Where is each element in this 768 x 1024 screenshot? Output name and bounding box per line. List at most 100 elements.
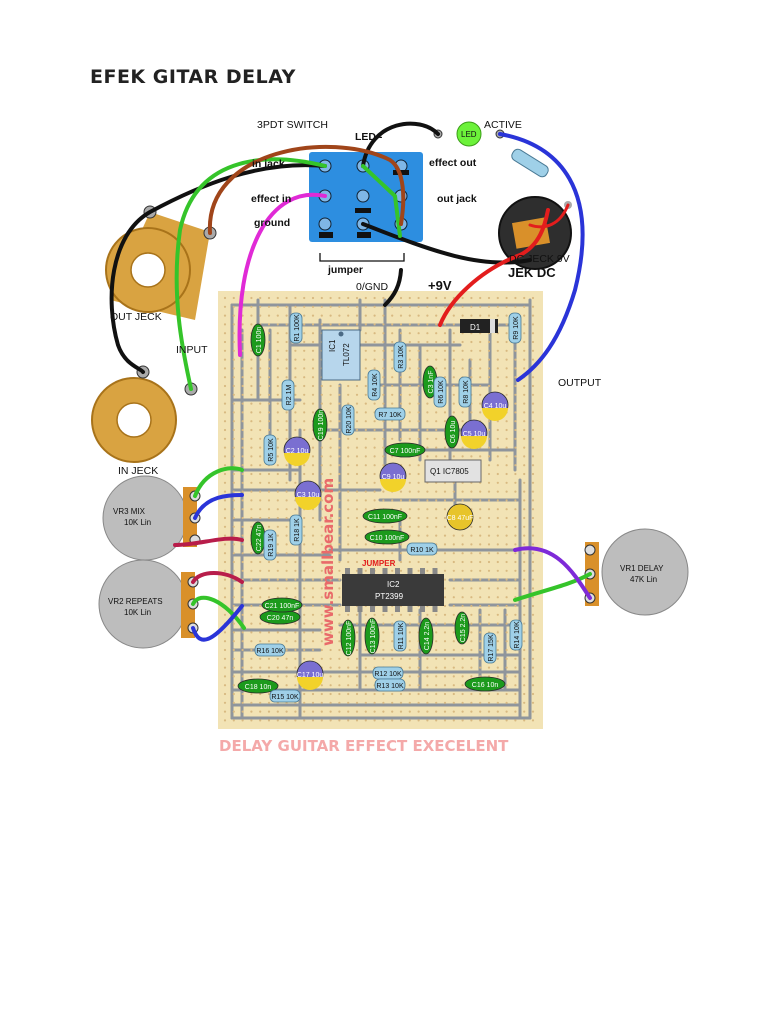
board-hole (223, 543, 227, 546)
board-hole (479, 525, 482, 528)
board-hole (285, 428, 288, 432)
board-hole (285, 587, 288, 590)
board-hole (531, 578, 535, 581)
pot-vr3-mix[interactable] (102, 475, 201, 561)
board-hole (347, 464, 350, 467)
out-jack[interactable] (105, 205, 217, 320)
board-hole (329, 525, 332, 528)
board-hole (259, 305, 262, 308)
board-hole (408, 508, 411, 511)
board-hole (399, 499, 403, 502)
pot-vr2-repeats[interactable] (98, 559, 199, 649)
board-hole (294, 631, 297, 634)
board-hole (417, 481, 420, 484)
board-hole (338, 428, 341, 432)
board-hole (408, 472, 411, 476)
board-hole (373, 455, 376, 458)
board-hole (443, 420, 447, 423)
board-hole (391, 692, 394, 696)
out-jack-hole (130, 252, 166, 288)
board-hole (443, 349, 447, 352)
board-hole (496, 314, 499, 317)
ic2-pin (432, 568, 438, 574)
resistor-label-r14: R14 10K (514, 621, 521, 649)
board-hole (364, 543, 367, 546)
label-led: LED (461, 130, 477, 139)
board-hole (382, 428, 385, 432)
board-hole (373, 490, 376, 493)
board-hole (443, 701, 447, 704)
board-hole (496, 604, 499, 608)
board-hole (250, 631, 253, 634)
board-hole (223, 358, 227, 361)
board-hole (250, 719, 253, 722)
board-hole (329, 552, 332, 555)
board-hole (373, 420, 376, 423)
board-hole (232, 622, 235, 625)
in-jack[interactable] (91, 365, 198, 463)
board-hole (303, 349, 306, 352)
ic2-pin (357, 606, 363, 612)
board-hole (364, 692, 367, 696)
board-hole (347, 472, 350, 476)
board-hole (523, 323, 526, 326)
board-hole (276, 384, 279, 388)
board-hole (417, 296, 420, 300)
board-hole (241, 446, 244, 449)
board-hole (514, 719, 517, 722)
board-hole (364, 701, 367, 704)
board-hole (285, 552, 288, 555)
board-hole (408, 464, 411, 467)
board-hole (232, 340, 235, 344)
board-hole (329, 666, 332, 669)
board-hole (505, 666, 508, 669)
pot-vr1-body[interactable] (601, 528, 689, 616)
board-hole (294, 666, 297, 669)
board-hole (461, 701, 464, 704)
board-hole (267, 428, 271, 432)
resistor-r16 (254, 643, 286, 657)
board-hole (408, 516, 411, 520)
board-hole (435, 499, 438, 502)
board-hole (329, 587, 332, 590)
dc-jack[interactable] (498, 196, 572, 270)
board-hole (303, 358, 306, 361)
board-hole (470, 604, 473, 608)
board-hole (241, 666, 244, 669)
board-hole (487, 516, 491, 520)
board-hole (232, 552, 235, 555)
board-hole (426, 692, 429, 696)
board-hole (320, 446, 323, 449)
board-hole (470, 648, 473, 652)
board-hole (373, 701, 376, 704)
resistor-label-r2: R2 1M (286, 385, 293, 406)
board-hole (531, 490, 535, 493)
board-hole (347, 393, 350, 396)
board-hole (531, 684, 535, 687)
board-hole (505, 552, 508, 555)
switch-jumper (357, 232, 371, 238)
wire-green-vr3 (193, 466, 244, 498)
board-hole (303, 376, 306, 379)
ic2-pin (357, 568, 363, 574)
label-dc-jack: DC JECK 9V (509, 253, 570, 265)
board-hole (364, 472, 367, 476)
board-hole (523, 578, 526, 581)
footswitch-3pdt[interactable] (309, 152, 423, 262)
board-hole (338, 499, 341, 502)
board-hole (329, 305, 332, 308)
board-hole (303, 534, 306, 537)
board-hole (470, 613, 473, 616)
board-hole (426, 411, 429, 414)
board-hole (443, 604, 447, 608)
capacitor-c10 (364, 529, 410, 545)
board-hole (338, 631, 341, 634)
board-hole (408, 428, 411, 432)
board-hole (241, 569, 244, 572)
board-hole (294, 428, 297, 432)
label-jumper-red: JUMPER (362, 559, 396, 568)
board-hole (443, 552, 447, 555)
board-hole (355, 710, 359, 713)
board-hole (531, 552, 535, 555)
board-hole (347, 560, 350, 564)
